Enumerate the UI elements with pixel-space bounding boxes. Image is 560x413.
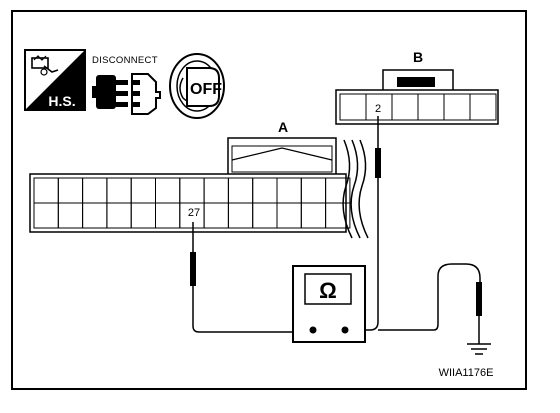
connector-a: A 27	[29, 119, 351, 233]
harness-break-lines	[342, 139, 369, 239]
ground-symbol-icon	[467, 343, 491, 355]
hs-badge-label: H.S.	[48, 93, 75, 109]
disconnect-label: DISCONNECT	[92, 55, 158, 66]
connector-b: B 2	[335, 49, 499, 125]
figure-code: WIIA1176E	[439, 367, 494, 379]
connector-a-label: A	[278, 119, 288, 135]
probe-a	[190, 222, 309, 333]
ignition-key-icon	[169, 53, 225, 119]
connector-unplug-icon	[92, 73, 161, 115]
ground-probe	[378, 263, 482, 344]
ignition-off-icon-group: OFF	[169, 53, 225, 119]
connector-b-label: B	[413, 49, 423, 65]
terminal-cavity	[325, 202, 351, 229]
hs-badge: H.S.	[24, 49, 86, 111]
connector-b-pin-label: 2	[375, 103, 381, 115]
connector-a-terminals	[33, 177, 351, 229]
ohmmeter-symbol: Ω	[319, 278, 337, 303]
ohmmeter: Ω	[292, 265, 366, 343]
connector-a-pin-label: 27	[188, 207, 200, 219]
hand-on-steering-icon	[31, 55, 59, 76]
terminal-cavity	[469, 93, 497, 121]
probe-b	[348, 116, 381, 331]
ignition-off-label: OFF	[190, 81, 222, 98]
connector-b-terminals	[339, 93, 497, 121]
connector-b-body	[335, 89, 499, 125]
disconnect-icon-group: DISCONNECT	[92, 55, 161, 115]
